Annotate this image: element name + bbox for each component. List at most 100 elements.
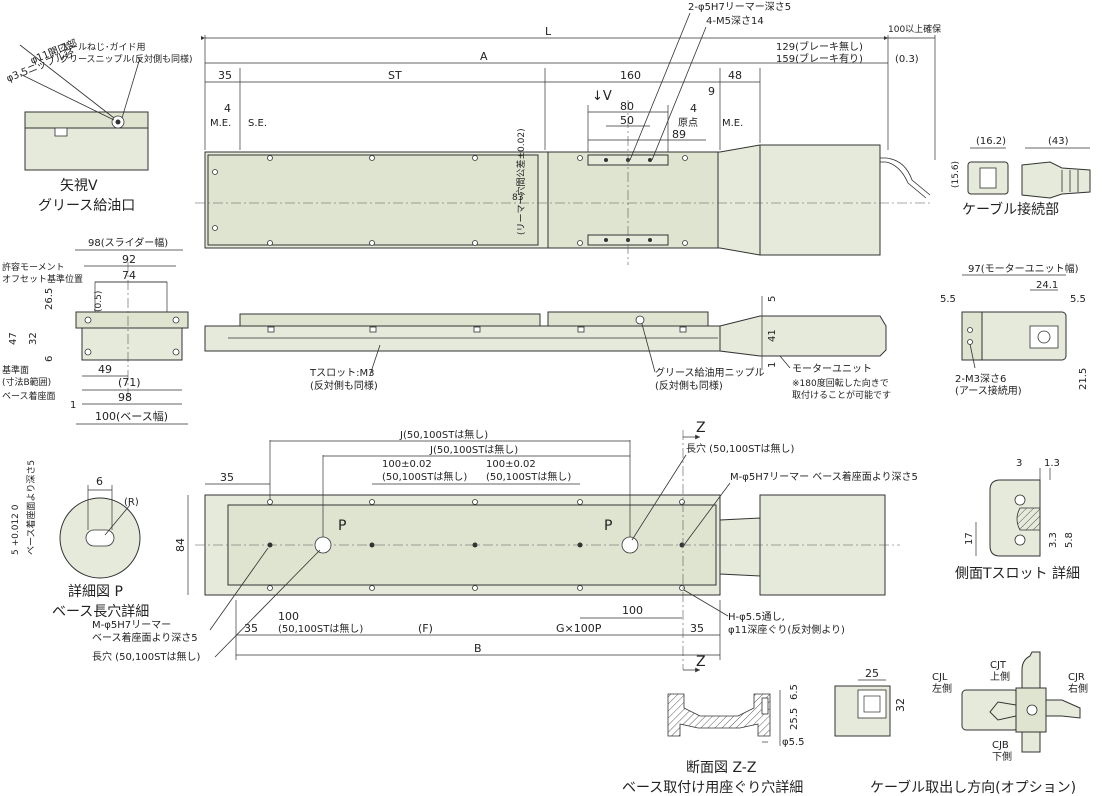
dim-5: 5	[767, 296, 778, 302]
dim-35: 35	[218, 69, 232, 82]
dim-98-slider: 98(スライダー幅)	[88, 236, 168, 249]
dim-71: (71)	[118, 376, 141, 389]
dim-100-pitch: 100	[622, 604, 643, 617]
dim-129: 129(ブレーキ無し)	[776, 40, 863, 53]
cjl-sub: 左側	[932, 682, 952, 695]
dim-j-lower: J(50,100STは無し)	[429, 443, 518, 456]
dim-100-min: 100以上確保	[888, 23, 941, 35]
dim-6-p: 6	[96, 475, 103, 488]
dim-160: 160	[620, 69, 641, 82]
dim-41: 41	[767, 329, 778, 342]
dim-phi-5-5: φ5.5	[782, 737, 805, 748]
dim-97-motor: 97(モーターユニット幅)	[968, 262, 1079, 275]
dim-47: 47	[8, 332, 19, 345]
cable-connection: (16.2) (43) (15.6) ケーブル接続部	[951, 136, 1091, 218]
dim-98: 98	[118, 391, 132, 404]
bottom-view: P P J(50,100STは無し) J(50,100STは無し) 100±0.…	[92, 420, 918, 673]
dim-st: ST	[388, 69, 402, 82]
cjt-sub: 上側	[990, 670, 1010, 683]
dim-50: 50	[620, 114, 634, 127]
dim-j-upper: J(50,100STは無し)	[399, 428, 488, 441]
grease-nipple-label: グリース給油用ニップル	[655, 366, 765, 379]
radius-label: (R)	[124, 497, 139, 508]
dim-92: 92	[122, 253, 136, 266]
dim-4-left: 4	[224, 102, 231, 115]
ballscrew-label: ボールねじ･ガイド用	[60, 42, 146, 53]
section-zz-title: 断面図 Z-Z	[686, 760, 756, 776]
se-label: S.E.	[248, 118, 267, 129]
dim-1-3: 1.3	[1044, 458, 1060, 469]
dim-25: 25	[865, 667, 879, 680]
dim-100-base: 100(ベース幅)	[95, 410, 168, 423]
dim-25-5: 25.5	[789, 708, 800, 730]
z-marker-bottom: Z	[696, 654, 706, 670]
dim-5-5-left: 5.5	[940, 294, 956, 305]
top-view: L A 35 ST 160 48 129(ブレーキ無し) 159(ブレーキ有り)…	[195, 1, 941, 265]
dim-4-right: 4	[690, 102, 697, 115]
nipple-label: グリースニップル(反対側も同様)	[60, 53, 193, 65]
dim-80: 80	[620, 100, 634, 113]
dim-6: 6	[44, 356, 55, 362]
reamer-callout: 2-φ5H7リーマー深さ5	[688, 1, 791, 13]
motor-end-view: 97(モーターユニット幅) 24.1 5.5 5.5 2-M3深さ6 (アース接…	[940, 262, 1089, 397]
dim-1: 1	[70, 400, 76, 411]
ground-label: (アース接続用)	[955, 384, 1022, 397]
dim-3-3: 3.3	[1048, 532, 1059, 548]
pitch-100-b: 100±0.02	[486, 459, 536, 470]
mount-plane-label: ベース着座面	[2, 390, 56, 402]
dim-74: 74	[122, 269, 136, 282]
motor-note-1: ※180度回転した向きで	[792, 377, 889, 389]
dim-43: (43)	[1048, 136, 1069, 147]
side-view: Tスロット:M3 (反対側も同様) グリース給油用ニップル (反対側も同様) モ…	[204, 296, 891, 401]
dim-6-5: 6.5	[789, 684, 800, 700]
cjb-sub: 下側	[992, 750, 1012, 763]
cjt-label: CJT	[990, 660, 1007, 671]
dim-89: 89	[672, 128, 686, 141]
origin-label: 原点	[678, 117, 698, 129]
detail-p-title: 詳細図 P	[68, 584, 123, 600]
dim-g-pitch: G×100P	[556, 622, 602, 635]
dim-26-5: 26.5	[44, 288, 55, 310]
section-zz-subtitle: ベース取付け用座ぐり穴詳細	[622, 780, 803, 796]
dim-b: B	[474, 642, 482, 655]
moment-label-2: オフセット基準位置	[2, 273, 83, 285]
dim-100-b: 100	[278, 610, 299, 623]
long-hole-2-label: 長穴 (50,100STは無し)	[92, 650, 201, 663]
cable-exit-title: ケーブル取出し方向(オプション)	[870, 779, 1076, 796]
dim-16-2: (16.2)	[976, 136, 1006, 147]
cjl-label: CJL	[932, 672, 948, 683]
dim-3: 3	[1016, 458, 1022, 469]
dim-5-5-right: 5.5	[1070, 294, 1086, 305]
grease-nipple-opposite: (反対側も同様)	[655, 379, 723, 392]
dim-48: 48	[728, 69, 742, 82]
dim-32: 32	[28, 332, 39, 345]
m5-callout: 4-M5深さ14	[706, 15, 764, 27]
dim-83: 83	[512, 193, 523, 203]
view-v-marker: ↓V	[592, 89, 612, 104]
dim-15-6: (15.6)	[951, 161, 961, 188]
cjr-sub: 右側	[1068, 682, 1088, 695]
me-left-label: M.E.	[210, 118, 231, 129]
dim-35-a: 35	[220, 471, 234, 484]
tslot-detail-title: 側面Tスロット 詳細	[955, 566, 1080, 582]
section-zz: 6.5 25.5 φ5.5 断面図 Z-Z ベース取付け用座ぐり穴詳細	[622, 684, 805, 796]
m-reamer-label: M-φ5H7リーマー ベース着座面より深さ5	[730, 470, 918, 483]
ref-plane-label: 基準面	[2, 364, 29, 376]
view-v-detail: ボールねじ･ガイド用 グリースニップル(反対側も同様) φ11開口部 φ3.5ニ…	[4, 36, 192, 214]
long-hole-label: 長穴 (50,100STは無し)	[686, 442, 795, 455]
tslot-detail: 3 1.3 17 3.3 5.8 側面Tスロット 詳細	[955, 458, 1080, 582]
moment-label-1: 許容モーメント	[2, 261, 65, 273]
view-v-title: 矢視V	[60, 178, 98, 194]
pitch-100-a: 100±0.02	[382, 459, 432, 470]
cjb-label: CJB	[992, 740, 1009, 751]
dim-159: 159(ブレーキ有り)	[776, 52, 863, 65]
dim-21-5: 21.5	[1078, 368, 1089, 390]
dim-A: A	[480, 50, 488, 63]
motor-note-2: 取付けることが可能です	[792, 389, 891, 401]
view-v-subtitle: グリース給油口	[38, 198, 135, 214]
dim-35-c: 35	[690, 622, 704, 635]
m3-label: 2-M3深さ6	[955, 373, 1006, 385]
dim-0-3: (0.3)	[895, 54, 919, 65]
m-reamer-2-label: M-φ5H7リーマー	[92, 620, 171, 631]
p-marker-left: P	[338, 518, 346, 534]
